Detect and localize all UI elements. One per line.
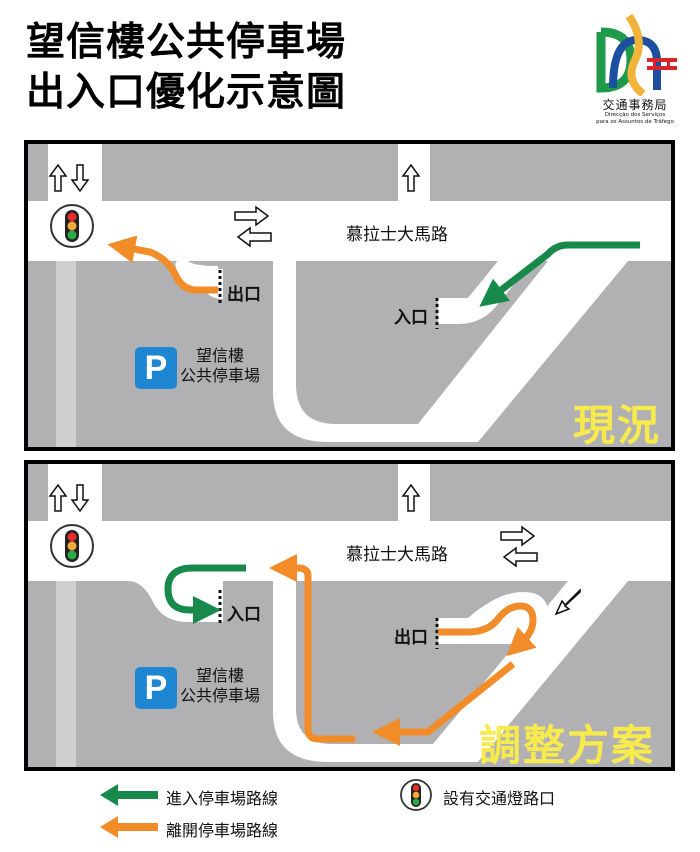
two-way-horizontal-arrows-icon <box>234 205 272 248</box>
map-adjusted <box>28 464 671 767</box>
status-label-current: 現況 <box>573 401 662 450</box>
parking-name: 望信樓 公共停車場 <box>180 666 261 705</box>
panel-current: 慕拉士大馬路 出口 入口 P 望信樓 公共停車場 現況 <box>24 140 675 451</box>
status-label-adjusted: 調整方案 <box>479 721 656 770</box>
panel-adjusted: 慕拉士大馬路 入口 出口 P 望信樓 公共停車場 調整方案 <box>24 460 675 771</box>
exit-route-arrow-icon <box>100 816 158 838</box>
traffic-light-icon <box>400 779 432 811</box>
one-way-up-icon <box>401 163 421 192</box>
entrance-label: 入口 <box>227 605 261 625</box>
logo-name-cn: 交通事務局 <box>602 98 668 112</box>
entrance-label: 入口 <box>394 308 428 328</box>
parking-name: 望信樓 公共停車場 <box>180 346 261 385</box>
dsat-logo: 交通事務局 Direcção dos Serviços para os Assu… <box>585 10 685 130</box>
title-line-1: 望信樓公共停車場 <box>26 20 347 65</box>
logo-name-pt: Direcção dos Serviços para os Assuntos d… <box>596 112 674 125</box>
enter-route-arrow-icon <box>100 784 158 806</box>
road-name: 慕拉士大馬路 <box>346 225 448 245</box>
parking-sign-icon: P <box>135 347 177 389</box>
title-line-2: 出入口優化示意圖 <box>26 70 347 115</box>
parking-sign-icon: P <box>135 667 177 709</box>
two-way-arrows-icon <box>48 163 90 193</box>
legend-traffic-light: 設有交通燈路口 <box>443 789 556 808</box>
legend-enter-route: 進入停車場路線 <box>166 789 279 808</box>
legend-exit-route: 離開停車場路線 <box>166 821 279 840</box>
exit-label: 出口 <box>394 628 428 648</box>
road-name: 慕拉士大馬路 <box>346 545 448 565</box>
page-title: 望信樓公共停車場 出入口優化示意圖 <box>26 18 346 118</box>
exit-label: 出口 <box>227 285 261 305</box>
traffic-light-icon <box>50 204 94 248</box>
dsat-logo-icon <box>596 13 677 98</box>
map-current <box>28 144 671 447</box>
